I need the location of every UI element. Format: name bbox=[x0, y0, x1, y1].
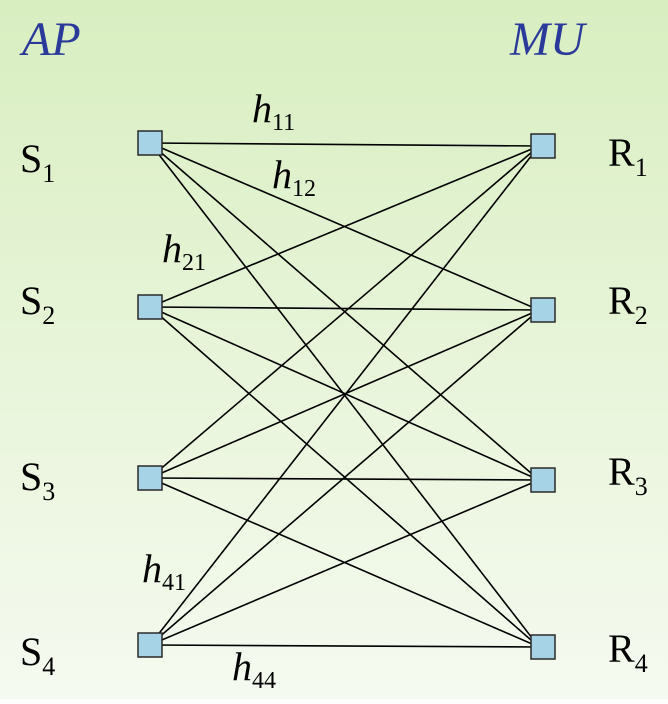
channel-links bbox=[149, 142, 540, 651]
sender-node-2 bbox=[137, 294, 163, 320]
channel-label-h41: h41 bbox=[142, 546, 186, 596]
sender-node-3 bbox=[137, 465, 163, 491]
mu-header: MU bbox=[509, 13, 588, 66]
link-s4-r4 bbox=[149, 643, 540, 651]
channel-label-h21: h21 bbox=[162, 226, 206, 276]
link-s1-r1 bbox=[149, 142, 540, 150]
receiver-node-2 bbox=[530, 297, 556, 323]
link-s2-r2 bbox=[149, 306, 540, 314]
receiver-label-3: R3 bbox=[608, 449, 648, 501]
channel-label-h44: h44 bbox=[232, 644, 276, 694]
receiver-node-1 bbox=[530, 133, 556, 159]
receiver-label-4: R4 bbox=[608, 626, 648, 678]
receiver-label-1: R1 bbox=[608, 130, 648, 182]
sender-label-3: S3 bbox=[20, 454, 55, 506]
link-s3-r1 bbox=[149, 145, 540, 479]
sender-label-1: S1 bbox=[20, 136, 55, 188]
link-s3-r3 bbox=[149, 476, 540, 484]
link-s3-r2 bbox=[149, 309, 540, 479]
sender-node-1 bbox=[137, 130, 163, 156]
link-s4-r1 bbox=[149, 145, 540, 646]
link-s4-r2 bbox=[149, 309, 540, 646]
channel-label-h12: h12 bbox=[272, 152, 316, 202]
sender-node-4 bbox=[137, 632, 163, 658]
sender-label-4: S4 bbox=[20, 629, 55, 681]
ap-header: AP bbox=[19, 13, 81, 66]
sender-label-2: S2 bbox=[20, 278, 55, 330]
receiver-label-2: R2 bbox=[608, 278, 648, 330]
link-s4-r3 bbox=[149, 479, 540, 646]
link-s2-r1 bbox=[149, 145, 540, 308]
channel-label-h11: h11 bbox=[252, 86, 295, 136]
receiver-node-3 bbox=[530, 467, 556, 493]
receiver-node-4 bbox=[530, 634, 556, 660]
